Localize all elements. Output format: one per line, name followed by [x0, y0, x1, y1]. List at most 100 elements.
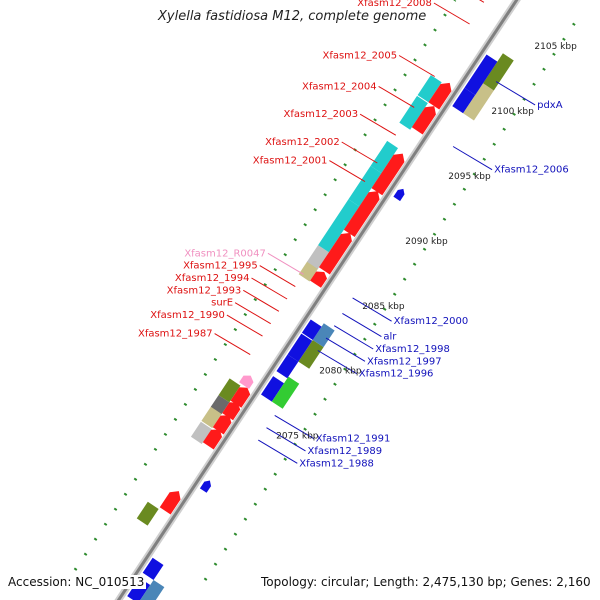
gene-pdxa-d — [464, 54, 498, 95]
gene-red-7 — [318, 232, 352, 275]
gene-label: Xfasm12_R0047 — [184, 248, 266, 259]
genome-backbone — [114, 0, 521, 600]
leader-line — [274, 414, 314, 440]
map-title: Xylella fastidiosa M12, complete genome — [158, 9, 427, 24]
gene-features — [127, 53, 514, 600]
gene-pdxa — [452, 87, 476, 114]
leader-line — [352, 297, 392, 322]
reverse-strand-genes — [136, 75, 452, 526]
gene-label: Xfasm12_1993 — [167, 285, 242, 296]
leader-line — [398, 55, 435, 77]
gene-red-4 — [222, 402, 241, 421]
gene-red-5 — [230, 387, 251, 408]
gene-pdxa-b — [463, 83, 494, 121]
leader-line — [234, 302, 271, 325]
gene-red-10 — [411, 106, 436, 135]
gene-red-6 — [310, 271, 328, 288]
gene-red-1 — [159, 491, 181, 515]
scale-label: 2075 kbp — [276, 432, 319, 442]
gene-xfasm12-2001 — [298, 260, 319, 282]
leader-line — [495, 81, 536, 106]
gene-xfasm12-2009 — [417, 75, 442, 103]
leader-line — [452, 146, 493, 171]
scale-label: 2100 kbp — [491, 107, 534, 117]
leader-line — [341, 141, 378, 164]
gene-label: Xfasm12_2005 — [322, 51, 397, 62]
gene-pdxa-c — [483, 53, 514, 91]
gene-xfasm12-2003 — [318, 199, 360, 253]
gene-xfasm12-2000c — [301, 319, 322, 340]
gene-label: Xfasm12_1987 — [138, 329, 213, 340]
leader-line — [378, 85, 415, 108]
gene-xfasm12-2005 — [370, 140, 399, 174]
gene-label: Xfasm12_2006 — [494, 165, 569, 176]
gene-label: Xfasm12_1988 — [299, 458, 374, 469]
gene-label: Xfasm12_2003 — [283, 109, 358, 120]
leader-line — [226, 314, 263, 337]
gene-r0047 — [239, 375, 254, 389]
gene-label: alr — [383, 332, 397, 343]
scale-label: 2080 kbp — [319, 367, 362, 377]
gene-xfasm12-1990 — [190, 421, 212, 444]
gene-label: Xfasm12_1989 — [308, 446, 383, 457]
gene-label: Xfasm12_1997 — [367, 356, 442, 367]
leader-line — [266, 427, 306, 452]
gene-label: Xfasm12_2004 — [302, 81, 377, 92]
forward-strand-genes — [127, 53, 514, 600]
gene-label: Xfasm12_1998 — [375, 344, 450, 355]
gene-xfasm12-1995 — [218, 378, 241, 403]
gene-xfasm12-2002 — [307, 245, 329, 269]
gene-label: Xfasm12_1994 — [175, 273, 250, 284]
scale-label: 2095 kbp — [448, 172, 491, 182]
leader-line — [342, 312, 382, 338]
gene-labels: Xfasm12_2009Xfasm12_2008Xfasm12_2005Xfas… — [138, 0, 569, 469]
genome-summary: Topology: circular; Length: 2,475,130 bp… — [261, 575, 591, 589]
gene-red-9 — [371, 153, 405, 196]
gene-xfasm12-2000b — [312, 323, 335, 348]
leader-line — [317, 350, 358, 375]
leader-line — [329, 160, 366, 183]
gene-label: surE — [211, 298, 233, 309]
leader-line — [259, 265, 296, 288]
leader-line — [325, 337, 366, 362]
label-leaders — [214, 0, 536, 464]
scale-label: 2105 kbp — [534, 42, 577, 52]
leader-line — [243, 289, 280, 312]
gene-xfasm12-1996 — [261, 376, 284, 402]
gene-xfasm12-2008 — [399, 95, 428, 130]
gene-alr — [298, 339, 324, 369]
dotted-guides — [73, 0, 582, 581]
scale-label: 2090 kbp — [405, 237, 448, 247]
leader-line — [251, 277, 288, 300]
gene-label: Xfasm12_2000 — [394, 316, 469, 327]
gene-label: Xfasm12_2002 — [265, 137, 340, 148]
gene-label: Xfasm12_1991 — [316, 434, 391, 445]
gene-red-2 — [202, 429, 222, 450]
leader-line — [333, 325, 374, 350]
gene-red-3 — [212, 415, 232, 435]
gene-xfasm12-2000 — [287, 333, 313, 362]
accession-label: Accession: NC_010513 — [8, 575, 147, 589]
leader-line — [359, 113, 397, 136]
gene-label: pdxA — [537, 100, 563, 111]
leader-line — [267, 252, 304, 275]
gene-red-11 — [428, 82, 452, 110]
gene-xfasm12-2006 — [393, 188, 405, 202]
gene-label: Xfasm12_1995 — [183, 261, 258, 272]
scale-label: 2085 kbp — [362, 302, 405, 312]
leader-line — [258, 439, 298, 464]
gene-red-8 — [343, 191, 380, 237]
gene-sure — [201, 405, 223, 429]
gene-xfasm12-1998 — [276, 354, 299, 379]
gene-xfasm12-1989 — [138, 579, 165, 600]
gene-label: Xfasm12_2008 — [357, 0, 432, 9]
gene-label: Xfasm12_1996 — [359, 369, 434, 380]
gene-xfasm12-1997 — [271, 376, 300, 409]
gene-label: Xfasm12_2001 — [253, 156, 328, 167]
gene-xfasm12-1991 — [142, 557, 164, 580]
gene-xfasm12-1993 — [210, 395, 230, 414]
gene-xfasm12-2004 — [348, 165, 382, 207]
gene-xfasm12-1987 — [136, 501, 159, 526]
scale-labels: 2105 kbp 2100 kbp 2095 kbp 2090 kbp 2085 kbp… — [276, 42, 577, 441]
